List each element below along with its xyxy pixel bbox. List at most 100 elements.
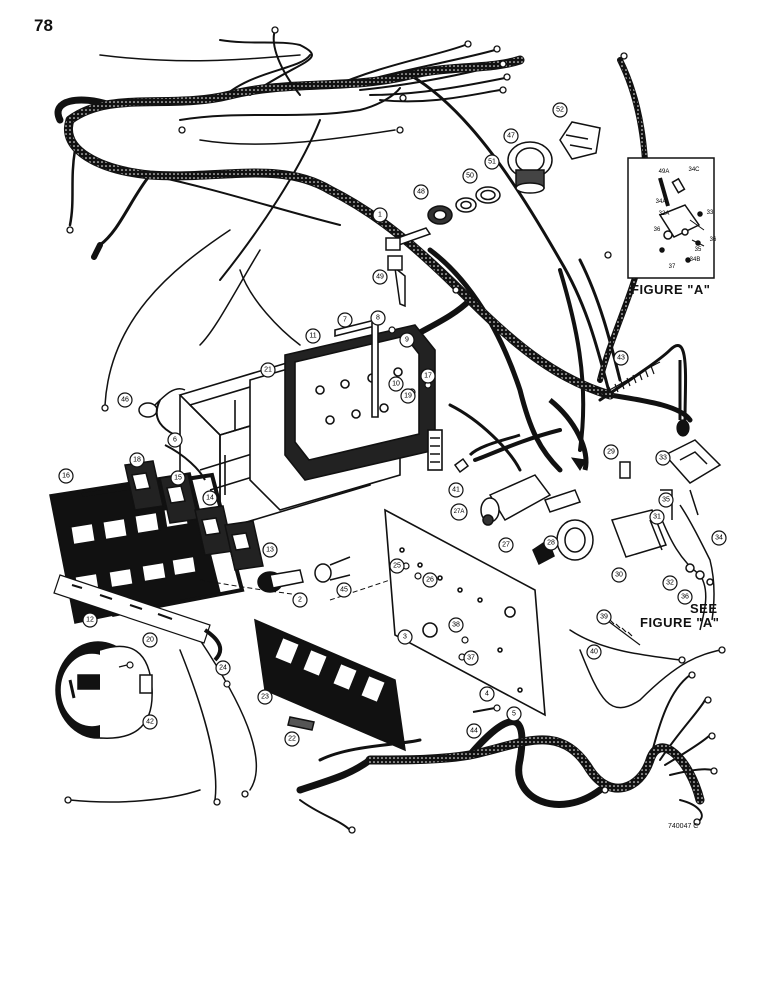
callout-circle (552, 102, 568, 118)
callout-circle (372, 269, 388, 285)
callout-circle (586, 644, 602, 660)
callout-15: 15 (170, 470, 186, 486)
callout-43: 43 (613, 350, 629, 366)
callout-44: 44 (466, 723, 482, 739)
callout-36: 36 (677, 589, 693, 605)
callout-38: 38 (448, 617, 464, 633)
callout-circle (337, 312, 353, 328)
ignition-switch-assembly (385, 121, 601, 308)
callout-20: 20 (142, 632, 158, 648)
callout-circle (389, 558, 405, 574)
callout-41: 41 (448, 482, 464, 498)
callout-circle (413, 184, 429, 200)
callout-circle (372, 207, 388, 223)
callout-circle (129, 452, 145, 468)
callout-label: 1 (378, 212, 382, 219)
callout-label: 18 (133, 457, 141, 464)
inset-callout-34b: 34B (690, 257, 701, 263)
callout-label: 20 (146, 637, 154, 644)
callout-label: 34 (715, 535, 723, 542)
inset-callout-35: 35 (695, 247, 702, 253)
callout-label: 24 (219, 665, 227, 672)
callout-label: 15 (174, 475, 182, 482)
callout-6: 6 (167, 432, 183, 448)
callout-40: 40 (586, 644, 602, 660)
callout-25: 25 (389, 558, 405, 574)
callout-24: 24 (215, 660, 231, 676)
callout-10: 10 (388, 376, 404, 392)
inset-callout-49a: 49A (659, 169, 670, 175)
gauge-modules (124, 460, 264, 571)
callout-label: 37 (467, 655, 475, 662)
callout-circle (479, 686, 495, 702)
callout-circle (422, 572, 438, 588)
callout-circle (658, 492, 674, 508)
callout-label: 47 (507, 133, 515, 140)
callout-34: 34 (711, 530, 727, 546)
callout-label: 38 (452, 622, 460, 629)
callout-circle (603, 444, 619, 460)
callout-47: 47 (503, 128, 519, 144)
callout-label: 25 (393, 563, 401, 570)
callout-circle (82, 612, 98, 628)
callout-52: 52 (552, 102, 568, 118)
callout-32: 32 (662, 575, 678, 591)
callout-circle (262, 542, 278, 558)
callout-35: 35 (658, 492, 674, 508)
callout-label: 30 (615, 572, 623, 579)
callout-label: 22 (288, 736, 296, 743)
callout-45: 45 (336, 582, 352, 598)
callout-circle (257, 689, 273, 705)
callout-label: 50 (466, 173, 474, 180)
assembly-arrows (164, 398, 589, 662)
callout-circle (215, 660, 231, 676)
callout-circle (292, 592, 308, 608)
callout-label: 52 (556, 107, 564, 114)
callout-circle (677, 589, 693, 605)
callout-circle (336, 582, 352, 598)
callout-circle (170, 470, 186, 486)
inset-callout-36: 36 (654, 227, 661, 233)
callout-circle (202, 490, 218, 506)
callout-circle (448, 482, 464, 498)
callout-label: 42 (146, 719, 154, 726)
callout-circle (498, 537, 514, 553)
callout-circle (450, 503, 468, 521)
callout-33: 33 (655, 450, 671, 466)
callout-circle (613, 350, 629, 366)
indicator-lights (257, 556, 351, 593)
callout-5: 5 (506, 706, 522, 722)
callout-label: 16 (62, 473, 70, 480)
inset-callout-34c: 34C (688, 167, 700, 173)
callout-circle (58, 468, 74, 484)
callout-7: 7 (337, 312, 353, 328)
callout-circle (596, 609, 612, 625)
callout-circle (370, 310, 386, 326)
callout-8: 8 (370, 310, 386, 326)
callout-circle (167, 432, 183, 448)
callout-label: 5 (512, 711, 516, 718)
callout-label: 41 (452, 487, 460, 494)
callout-label: 14 (206, 495, 214, 502)
panel-lamp (138, 388, 186, 436)
callout-label: 3 (403, 634, 407, 641)
inset-callout-37: 37 (669, 264, 676, 270)
callout-50: 50 (462, 168, 478, 184)
callout-23: 23 (257, 689, 273, 705)
callout-18: 18 (129, 452, 145, 468)
callout-label: 35 (662, 497, 670, 504)
callout-label: 12 (86, 617, 94, 624)
callout-circle (305, 328, 321, 344)
callout-49: 49 (372, 269, 388, 285)
inset-callout-33: 33 (707, 210, 714, 216)
callout-label: 13 (266, 547, 274, 554)
see-label: SEE (690, 601, 718, 616)
callout-28: 28 (543, 535, 559, 551)
callout-circle (284, 731, 300, 747)
callout-circle (388, 376, 404, 392)
callout-label: 17 (424, 373, 432, 380)
